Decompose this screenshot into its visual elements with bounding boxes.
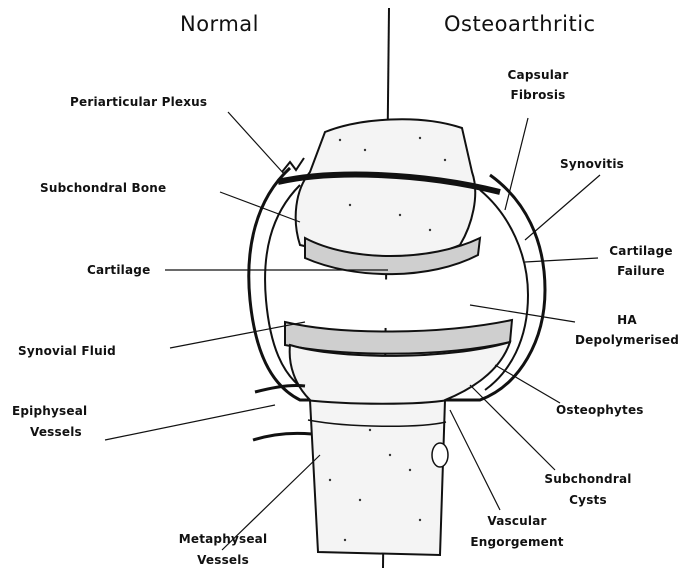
epiphyseal-vessel <box>255 385 305 392</box>
epiphyseal-vessels-label-line2: Vessels <box>30 425 82 439</box>
cartilage-failure-label-line2: Failure <box>596 264 686 278</box>
epiphyseal-vessels-label-line1: Epiphyseal <box>12 404 87 418</box>
synovial-fluid-label: Synovial Fluid <box>18 344 116 358</box>
metaphyseal-vessels-label-line1: Metaphyseal <box>168 532 278 546</box>
cartilage-label: Cartilage <box>87 263 150 277</box>
periarticular-plexus-label: Periarticular Plexus <box>70 95 207 109</box>
capsular-fibrosis-label-line1: Capsular <box>488 68 588 82</box>
metaphyseal-vessels-label-line2: Vessels <box>168 553 278 567</box>
normal-header: Normal <box>180 12 259 36</box>
capsular-fibrosis-label-line2: Fibrosis <box>488 88 588 102</box>
subchondral-cysts-label-line1: Subchondral <box>538 472 638 486</box>
vascular-engorgement-label-line1: Vascular <box>452 514 582 528</box>
vascular-engorgement-label-line2: Engorgement <box>452 535 582 549</box>
synovial-space <box>275 268 522 328</box>
osteoarthritic-header: Osteoarthritic <box>444 12 596 36</box>
cartilage-failure-label-line1: Cartilage <box>596 244 686 258</box>
ha-depolymerised-label-line1: HA <box>572 313 682 327</box>
subchondral-cysts-label-line2: Cysts <box>538 493 638 507</box>
metaphyseal-vessel <box>253 433 312 440</box>
osteophytes-label: Osteophytes <box>556 403 644 417</box>
synovitis-label: Synovitis <box>560 157 624 171</box>
upper-bone <box>296 119 476 257</box>
subchondral-cyst <box>432 443 448 467</box>
subchondral-bone-label: Subchondral Bone <box>40 181 166 195</box>
ha-depolymerised-label-line2: Depolymerised <box>572 333 682 347</box>
